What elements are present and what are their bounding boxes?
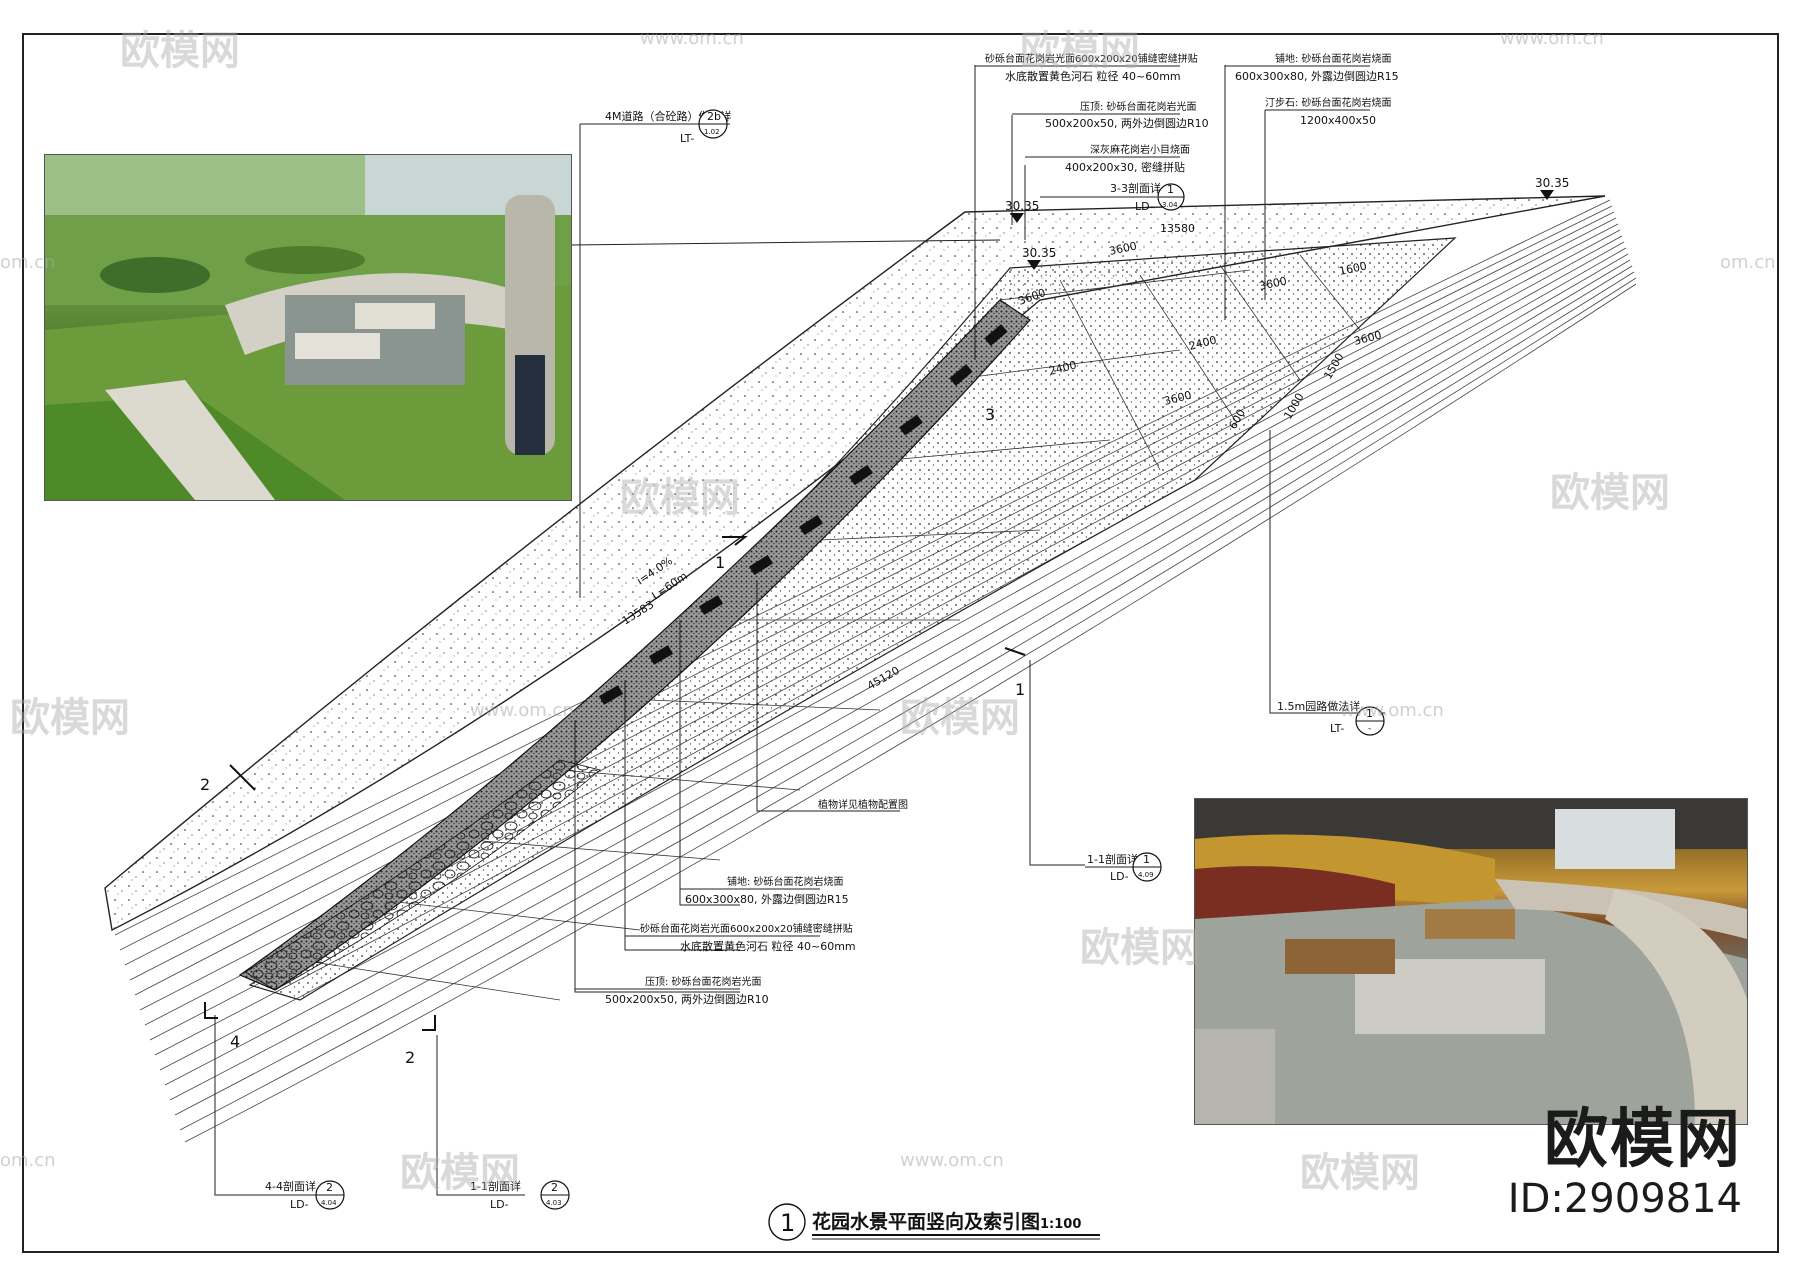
callout-2a: 压顶: 砂砾台面花岗岩光面 — [1080, 100, 1197, 113]
callout-3a: 深灰麻花岗岩小目烧面 — [1090, 143, 1190, 156]
brand-block: 欧模网 ID:2909814 — [1508, 1105, 1742, 1223]
dim-2: 3600 — [1108, 239, 1138, 258]
svg-text:LT-: LT- — [1330, 722, 1344, 735]
dim-1: 13580 — [1160, 222, 1195, 235]
callout-3b: 400x200x30, 密缝拼贴 — [1065, 160, 1185, 174]
callout-1a: 砂砾台面花岗岩光面600x200x20铺缝密缝拼贴 — [985, 52, 1198, 65]
svg-text:LD-: LD- — [1110, 870, 1129, 883]
section-3-label: 3 — [985, 405, 995, 424]
callout-10b: 水底散置黄色河石 粒径 40~60mm — [680, 939, 856, 953]
drawing-title: 花园水景平面竖向及索引图 — [812, 1210, 1040, 1233]
drawing-title-block: 1 花园水景平面竖向及索引图 1:100 — [768, 1203, 1100, 1241]
section-1-label: 1 — [715, 553, 725, 572]
svg-text:1: 1 — [1366, 707, 1373, 720]
callout-11a: 压顶: 砂砾台面花岗岩光面 — [645, 975, 762, 988]
dim-8: 1600 — [1338, 259, 1368, 278]
svg-text:LD-: LD- — [1135, 200, 1154, 213]
section-marks — [204, 536, 1026, 1031]
reference-photo-waterfeature — [1194, 798, 1748, 1125]
svg-text:2b: 2b — [707, 110, 721, 123]
callout-1b: 水底散置黄色河石 粒径 40~60mm — [1005, 69, 1181, 83]
drawing-scale: 1:100 — [1040, 1217, 1081, 1232]
reference-photo-garden — [44, 154, 572, 501]
svg-text:2: 2 — [326, 1181, 333, 1194]
leader-lines — [214, 65, 1385, 1196]
callout-5a: 汀步石: 砂砾台面花岗岩烧面 — [1265, 96, 1392, 109]
svg-text:1.02: 1.02 — [704, 128, 720, 136]
callout-11b: 500x200x50, 两外边倒圆边R10 — [605, 993, 769, 1006]
reference-photo-garden-illustration — [45, 155, 571, 500]
elevation-markers: 30.35 30.35 30.35 — [1005, 176, 1569, 270]
water-channel — [238, 299, 1031, 991]
reference-photo-waterfeature-illustration — [1195, 799, 1747, 1124]
index-1-1a: 1-1剖面详 LD- 1 4.09 — [1085, 852, 1162, 883]
svg-text:LD-: LD- — [290, 1198, 309, 1211]
svg-text:1: 1 — [1167, 183, 1174, 196]
brand-id: ID:2909814 — [1507, 1176, 1742, 1222]
svg-text:3-3剖面详: 3-3剖面详 — [1110, 181, 1161, 195]
svg-text:1-1剖面详: 1-1剖面详 — [470, 1179, 521, 1193]
index-4-4: 4-4剖面详 LD- 2 4.04 — [265, 1179, 345, 1211]
svg-text:LD-: LD- — [490, 1198, 509, 1211]
elevation-3: 30.35 — [1535, 176, 1569, 190]
callout-4b: 600x300x80, 外露边倒圆边R15 — [1235, 70, 1399, 83]
drawing-number: 1 — [780, 1209, 795, 1237]
svg-text:-: - — [1368, 724, 1371, 734]
brand-name: 欧模网 — [1544, 1103, 1742, 1177]
callout-plants: 植物详见植物配置图 — [818, 798, 908, 811]
section-4-label: 4 — [230, 1032, 240, 1051]
drawing-frame — [22, 33, 1779, 1253]
index-road: LT- 2b 1.02 — [680, 109, 728, 145]
callout-9b: 600x300x80, 外露边倒圆边R15 — [685, 893, 849, 906]
section-1b-label: 1 — [1015, 680, 1025, 699]
svg-text:3.04: 3.04 — [1162, 201, 1178, 209]
callout-10a: 砂砾台面花岗岩光面600x200x20铺缝密缝拼贴 — [640, 922, 853, 935]
svg-text:4.03: 4.03 — [546, 1199, 562, 1207]
dim-3: 3600 — [1258, 274, 1288, 293]
svg-text:1: 1 — [1143, 853, 1150, 866]
svg-text:LT-: LT- — [680, 132, 694, 145]
dim-10: 45120 — [865, 664, 902, 693]
section-mark-labels: 1 2 3 4 1 2 — [200, 405, 1025, 1067]
elevation-2: 30.35 — [1022, 246, 1056, 260]
svg-text:4-4剖面详: 4-4剖面详 — [265, 1179, 316, 1193]
callout-9a: 铺地: 砂砾台面花岗岩烧面 — [727, 875, 844, 888]
index-3-3: 3-3剖面详 LD- 1 3.04 — [1040, 181, 1185, 213]
index-path: LT- 1 - — [1330, 706, 1385, 736]
svg-text:2: 2 — [551, 1181, 558, 1194]
svg-text:4.09: 4.09 — [1138, 871, 1154, 879]
callout-4a: 铺地: 砂砾台面花岗岩烧面 — [1275, 52, 1392, 65]
index-1-1b: 1-1剖面详 LD- 2 4.03 — [470, 1179, 570, 1211]
section-2b-label: 2 — [405, 1048, 415, 1067]
section-2-label: 2 — [200, 775, 210, 794]
svg-text:1-1剖面详: 1-1剖面详 — [1087, 852, 1138, 866]
callout-5b: 1200x400x50 — [1300, 114, 1376, 127]
callout-path: 1.5m园路做法详 — [1277, 699, 1360, 713]
svg-text:4.04: 4.04 — [321, 1199, 337, 1207]
callouts-top: 砂砾台面花岗岩光面600x200x20铺缝密缝拼贴 水底散置黄色河石 粒径 40… — [975, 52, 1399, 174]
elevation-1: 30.35 — [1005, 199, 1039, 213]
callout-2b: 500x200x50, 两外边倒圆边R10 — [1045, 117, 1209, 130]
